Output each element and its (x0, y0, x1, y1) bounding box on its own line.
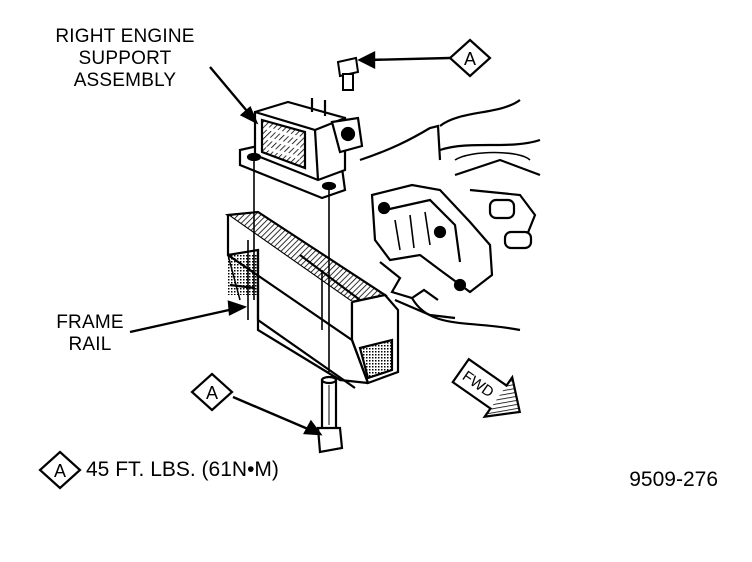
frame-rail-label: FRAME RAIL (40, 312, 140, 356)
bolt-guide-lines (247, 160, 330, 372)
lower-bolt (316, 375, 344, 454)
engine-block (359, 99, 541, 332)
frame-rail-label-line1: FRAME (56, 312, 124, 333)
callout-letter-top: A (464, 49, 476, 69)
legend-callout: A (38, 450, 82, 490)
engine-support-label-line2: SUPPORT (78, 48, 172, 69)
forward-arrow: FWD (451, 357, 522, 419)
frame-rail-label-line2: RAIL (68, 334, 112, 355)
upper-bolt (336, 56, 360, 91)
frame-rail (224, 210, 400, 389)
engine-support-label-line3: ASSEMBLY (73, 70, 177, 91)
torque-callout-top: A (448, 38, 492, 78)
leader-lines (129, 51, 451, 436)
torque-spec: 45 FT. LBS. (61N•M) (86, 458, 279, 481)
engine-support-label: RIGHT ENGINE SUPPORT ASSEMBLY (40, 26, 210, 92)
callout-letter-bottom: A (206, 383, 218, 403)
torque-callout-bottom: A (190, 372, 234, 412)
legend-letter: A (54, 461, 66, 481)
engine-support-label-line1: RIGHT ENGINE (55, 26, 195, 47)
figure-number: 9509-276 (629, 468, 718, 491)
engine-support-assembly (238, 98, 364, 200)
